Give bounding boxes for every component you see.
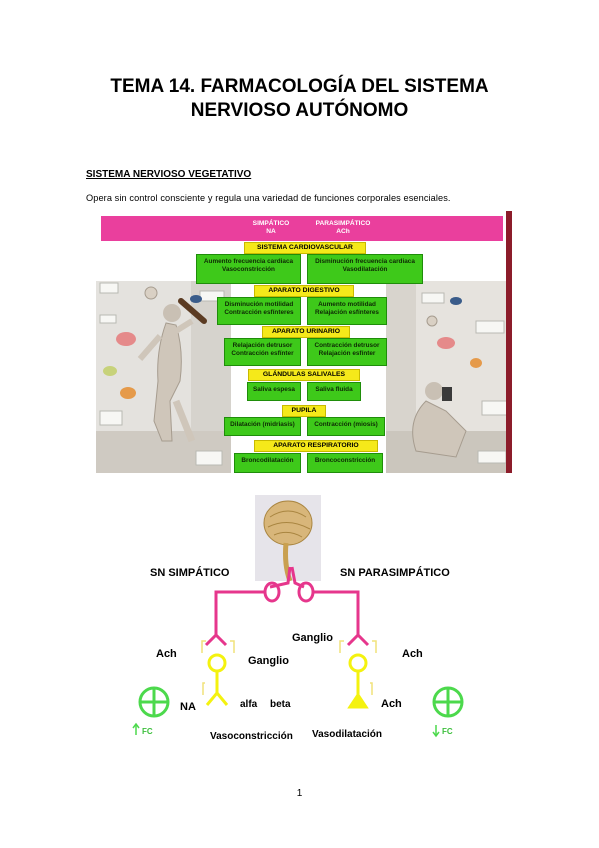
effect-sympathetic-salivary: Saliva espesa (247, 382, 301, 401)
label-ach-right-top: Ach (402, 648, 423, 660)
neuron-pathway-diagram: SN SIMPÁTICO SN PARASIMPÁTICO Ganglio Ga… (120, 495, 480, 755)
label-ach-right-bottom: Ach (381, 698, 402, 710)
label-vasoconstriccion: Vasoconstricción (210, 731, 293, 742)
heart-rate-increase-icon (132, 686, 170, 735)
label-ach-left: Ach (156, 648, 177, 660)
header-sympathetic: SIMPÁTICO NA (252, 220, 290, 235)
woman-reading-illustration (386, 281, 512, 473)
header-parasympathetic: PARASIMPÁTICO ACh (315, 220, 371, 235)
label-alfa: alfa (240, 699, 258, 710)
effect-sympathetic-urinary: Relajación detrusor Contracción esfínter (224, 338, 301, 366)
sympathetic-illustration (96, 281, 231, 473)
category-cardiovascular: SISTEMA CARDIOVASCULAR (244, 242, 366, 254)
page-number: 1 (296, 788, 303, 799)
title-line-1: TEMA 14. FARMACOLOGÍA DEL SISTEMA (110, 76, 489, 97)
label-ganglio-left: Ganglio (248, 655, 289, 667)
label-beta: beta (270, 699, 291, 710)
category-urinary: APARATO URINARIO (262, 326, 350, 338)
label-fc-right: FC (442, 727, 453, 736)
brain-spinal-cord-image (255, 495, 321, 582)
parasympathetic-illustration (386, 281, 512, 473)
label-ganglio-right: Ganglio (292, 632, 333, 644)
effect-sympathetic-pupil: Dilatación (midriasis) (224, 417, 301, 436)
label-sn-simpatico: SN SIMPÁTICO (150, 567, 230, 579)
category-respiratory: APARATO RESPIRATORIO (254, 440, 378, 452)
effect-sympathetic-cardiovascular: Aumento frecuencia cardiaca Vasoconstric… (196, 254, 301, 284)
title-line-2: NERVIOSO AUTÓNOMO (190, 100, 409, 121)
effect-parasympathetic-digestive: Aumento motilidad Relajación esfínteres (307, 297, 387, 325)
effect-sympathetic-digestive: Disminución motilidad Contracción esfínt… (217, 297, 301, 325)
label-sn-parasimpatico: SN PARASIMPÁTICO (340, 567, 450, 579)
effect-parasympathetic-respiratory: Broncoconstricción (307, 453, 383, 473)
effect-parasympathetic-salivary: Saliva fluida (307, 382, 361, 401)
category-salivary: GLÁNDULAS SALIVALES (248, 369, 360, 381)
label-fc-left: FC (142, 727, 153, 736)
effect-parasympathetic-urinary: Contracción detrusor Relajación esfínter (307, 338, 387, 366)
category-pupil: PUPILA (282, 405, 326, 417)
man-with-club-illustration (96, 281, 231, 473)
effect-parasympathetic-cardiovascular: Disminución frecuencia cardiaca Vasodila… (307, 254, 423, 284)
category-digestive: APARATO DIGESTIVO (254, 285, 354, 297)
intro-paragraph: Opera sin control consciente y regula un… (86, 193, 451, 203)
effect-parasympathetic-pupil: Contracción (miosis) (307, 417, 385, 436)
label-na: NA (180, 701, 196, 713)
effect-sympathetic-respiratory: Broncodilatación (234, 453, 301, 473)
ans-header-bar (101, 216, 503, 241)
autonomic-effects-figure: SIMPÁTICO NA PARASIMPÁTICO ACh SISTEMA C… (96, 211, 514, 477)
section-heading: SISTEMA NERVIOSO VEGETATIVO (86, 169, 252, 180)
label-vasodilatacion: Vasodilatación (312, 729, 383, 740)
document-title: TEMA 14. FARMACOLOGÍA DEL SISTEMA NERVIO… (0, 75, 599, 123)
figure-edge-strip (506, 211, 512, 473)
pathway-drawing (132, 495, 464, 738)
heart-rate-decrease-icon (432, 686, 464, 738)
